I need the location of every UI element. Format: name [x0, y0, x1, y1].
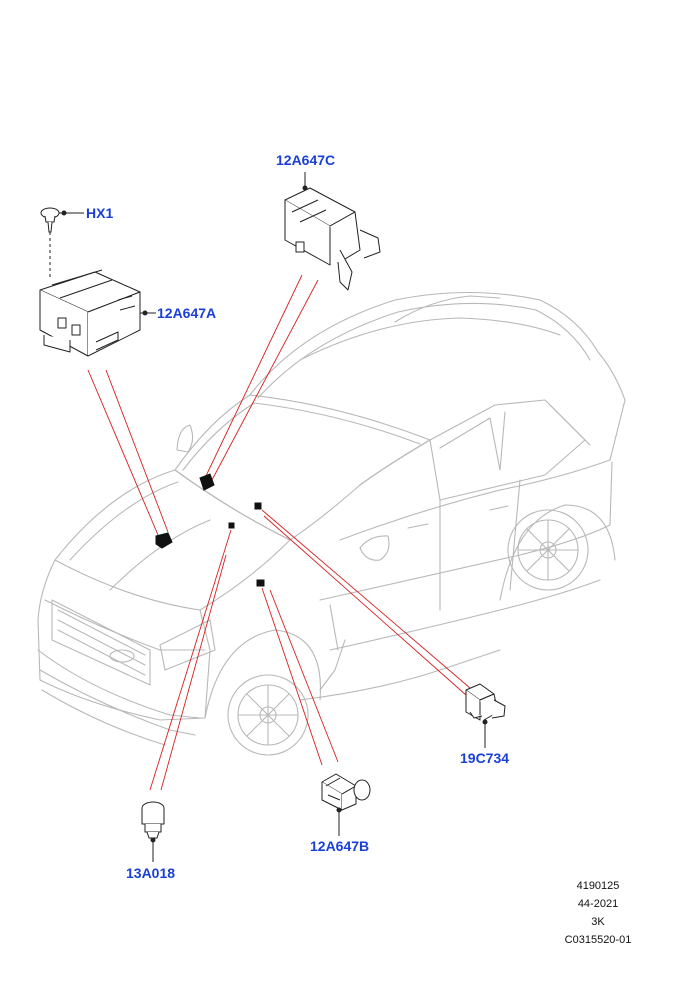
ref-line-4: C0315520-01: [564, 934, 632, 946]
mounted-12a647b: [256, 579, 265, 587]
callout-12a647a: 12A647A: [157, 305, 217, 321]
module-12a647b-drawing: [321, 773, 371, 836]
mounted-19c734: [254, 502, 262, 510]
switch-13a018-drawing: [141, 801, 165, 862]
module-12a647c-drawing: [284, 172, 381, 291]
vehicle-outline: [37, 291, 626, 756]
mounted-components: [155, 473, 265, 587]
callout-19c734: 19C734: [460, 750, 510, 766]
mounted-12a647a: [155, 532, 173, 549]
mounted-13a018: [228, 522, 235, 529]
mounted-12a647c: [199, 473, 215, 491]
callout-12a647c: 12A647C: [276, 152, 336, 168]
callout-12a647b: 12A647B: [310, 838, 370, 854]
module-12a647a-drawing: [39, 269, 156, 357]
ref-line-3: 3K: [591, 916, 605, 928]
screw-hx1-drawing: [40, 207, 84, 280]
sensor-19c734-drawing: [465, 683, 506, 748]
ref-line-1: 4190125: [576, 880, 620, 892]
callout-hx1: HX1: [86, 205, 114, 221]
callout-13a018: 13A018: [126, 865, 176, 881]
ref-line-2: 44-2021: [577, 898, 619, 910]
leader-lines: [87, 274, 471, 791]
